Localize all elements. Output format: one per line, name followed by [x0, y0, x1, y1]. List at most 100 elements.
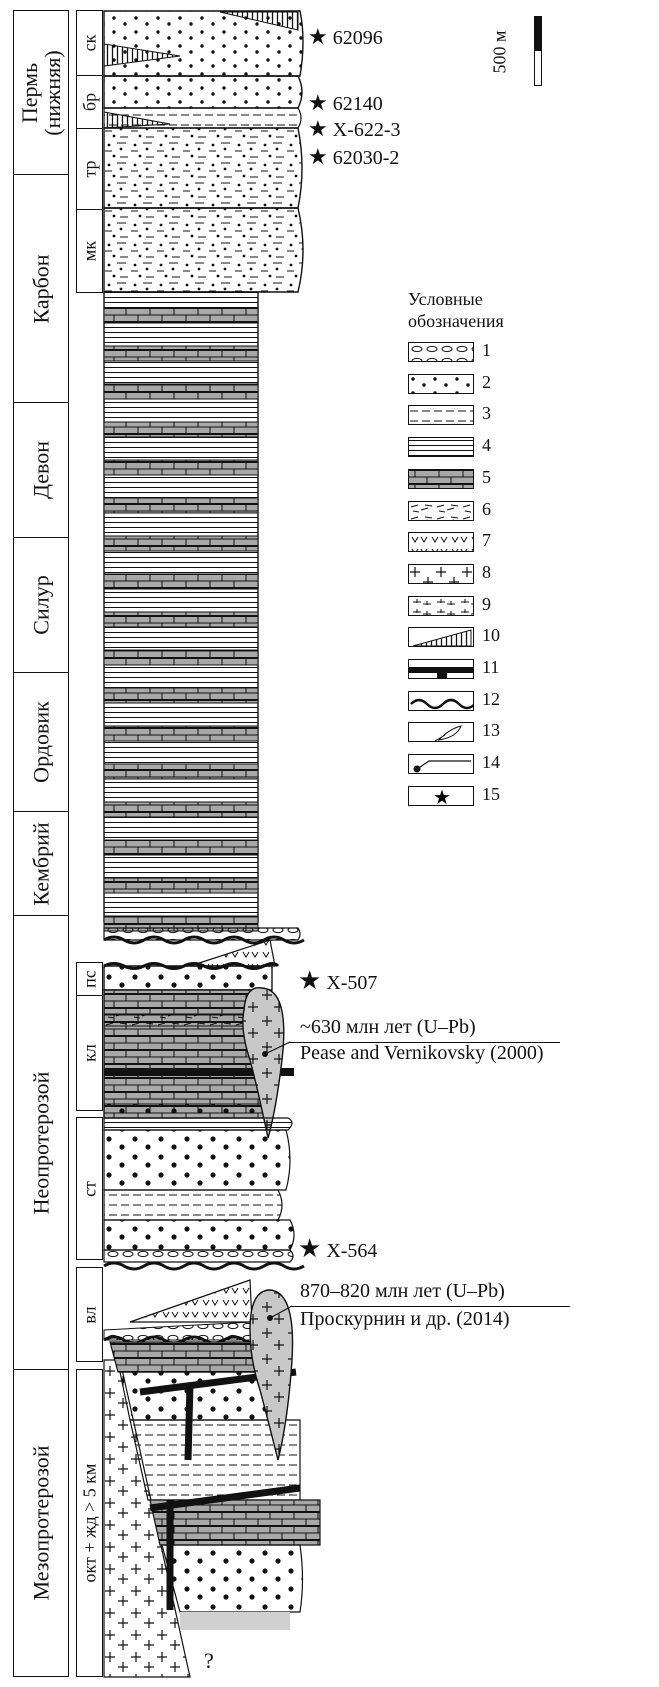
legend-swatch-limestone	[408, 468, 474, 489]
limestone-band	[103, 497, 259, 514]
limestone-band	[103, 573, 259, 590]
limestone-band	[103, 649, 259, 666]
legend-number: 5	[482, 466, 491, 487]
legend-number: 8	[482, 561, 491, 582]
ref-pease: Pease and Vernikovsky (2000)	[300, 1042, 544, 1064]
legend-swatch-granite	[408, 563, 474, 584]
legend-swatch-unconformity	[408, 690, 474, 711]
period-neoprot: Неопротерозой	[13, 915, 69, 1370]
legend-number: 9	[482, 593, 491, 614]
legend-swatch-shale	[408, 437, 474, 458]
layer-kl-dyke	[104, 1068, 294, 1076]
legend-swatch-flora	[408, 722, 474, 743]
legend-number: 11	[482, 657, 500, 677]
sample-x564-label: X-564	[326, 1240, 378, 1262]
legend-swatch-volcanics	[408, 532, 474, 553]
period-mesoprot: Мезопротерозой	[13, 1369, 69, 1677]
legend-number: 1	[482, 340, 491, 360]
sample-62140: ★ 62140	[308, 90, 383, 116]
scale-bar	[534, 16, 542, 86]
star-icon: ★	[308, 24, 328, 49]
legend-number: 14	[482, 752, 500, 773]
period-ordovik: Ордовик	[13, 672, 69, 812]
formation-br: бр	[76, 75, 103, 129]
limestone-band	[103, 611, 259, 628]
intrusion-granite-630	[242, 986, 285, 1139]
period-carbon: Карбон	[13, 174, 69, 403]
sample-62140-label: 62140	[332, 93, 383, 115]
formation-st: ст	[76, 1117, 103, 1260]
limestone-band	[103, 877, 259, 894]
formation-kl: кл	[76, 995, 103, 1111]
formation-vl: вл	[76, 1267, 103, 1362]
dyke-network	[139, 1368, 301, 1610]
legend-number: 2	[482, 371, 491, 392]
limestone-band	[103, 345, 259, 362]
period-silur: Силур	[13, 537, 69, 673]
base-shadow	[180, 1612, 290, 1630]
star-icon: ★	[308, 90, 328, 115]
legend-swatch-wedge-pinchout	[408, 627, 474, 648]
layer-kl-limestone	[103, 989, 269, 1119]
ref-proskurnin: Проскурнин и др. (2014)	[300, 1308, 510, 1330]
age-630: ~630 млн лет (U–Pb)	[300, 1016, 476, 1038]
legend-swatch-age-point	[408, 754, 474, 775]
limestone-band	[103, 421, 259, 438]
star-icon: ★	[298, 966, 322, 995]
question-mark: ?	[204, 1648, 214, 1673]
formation-ps: пс	[76, 962, 103, 996]
limestone-bands	[103, 307, 259, 932]
legend-swatch-siltstone	[408, 405, 474, 426]
layer-sk-wedge	[103, 43, 181, 67]
limestone-band	[103, 307, 259, 324]
legend-swatch-sample-star: ★	[408, 785, 474, 806]
legend-number: 15	[482, 783, 500, 804]
legend-swatch-granosyenite	[408, 595, 474, 616]
layer-st-sand1	[103, 1129, 291, 1191]
scale-label: 500 м	[489, 30, 510, 74]
sample-620302-label: 62030-2	[332, 147, 400, 169]
legend-number: 7	[482, 530, 491, 551]
legend-number: 10	[482, 625, 500, 646]
limestone-band	[103, 801, 259, 818]
star-icon: ★	[308, 116, 328, 141]
limestone-band	[103, 839, 259, 856]
layer-st-conglo	[103, 1249, 294, 1263]
legend-number: 4	[482, 435, 491, 456]
layer-br-wedge	[103, 111, 171, 129]
legend-swatch-tuff	[408, 500, 474, 521]
sample-x507-label: X-507	[326, 972, 378, 994]
period-kembriy: Кембрий	[13, 811, 69, 916]
age-870: 870–820 млн лет (U–Pb)	[300, 1280, 505, 1302]
legend-title-2: обозначения	[408, 311, 504, 331]
layer-meso-sand2	[161, 1544, 304, 1613]
unconformity-2	[103, 962, 280, 970]
svg-text:★: ★	[433, 787, 451, 806]
formation-tr: тр	[76, 128, 103, 210]
sample-x507: ★ X-507	[298, 966, 377, 996]
age-870-underline	[290, 1306, 570, 1307]
layer-sk-wedge2	[219, 11, 299, 31]
scale-bar-fill	[535, 17, 541, 51]
legend-number: 3	[482, 403, 491, 424]
limestone-band	[103, 383, 259, 400]
sample-x6223: ★ X-622-3	[308, 116, 401, 142]
legend-swatch-dyke	[408, 659, 474, 679]
layer-vl-wedge	[129, 1279, 253, 1323]
layer-mk	[103, 207, 304, 293]
formation-okt: окт + жд > 5 км	[76, 1369, 103, 1677]
legend-title-1: Условные	[408, 289, 483, 309]
limestone-band	[103, 687, 259, 704]
period-perm: Пермь (нижняя)	[13, 10, 69, 175]
limestone-band	[103, 459, 259, 476]
unconformity-1	[103, 935, 305, 945]
legend-number: 6	[482, 498, 491, 519]
sample-620302: ★ 62030-2	[308, 144, 399, 170]
intrusion-granite-870	[249, 1289, 294, 1461]
limestone-band	[103, 763, 259, 780]
limestone-band	[103, 535, 259, 552]
age-630-underline	[288, 1042, 560, 1043]
layer-meso-lime2	[149, 1499, 321, 1546]
